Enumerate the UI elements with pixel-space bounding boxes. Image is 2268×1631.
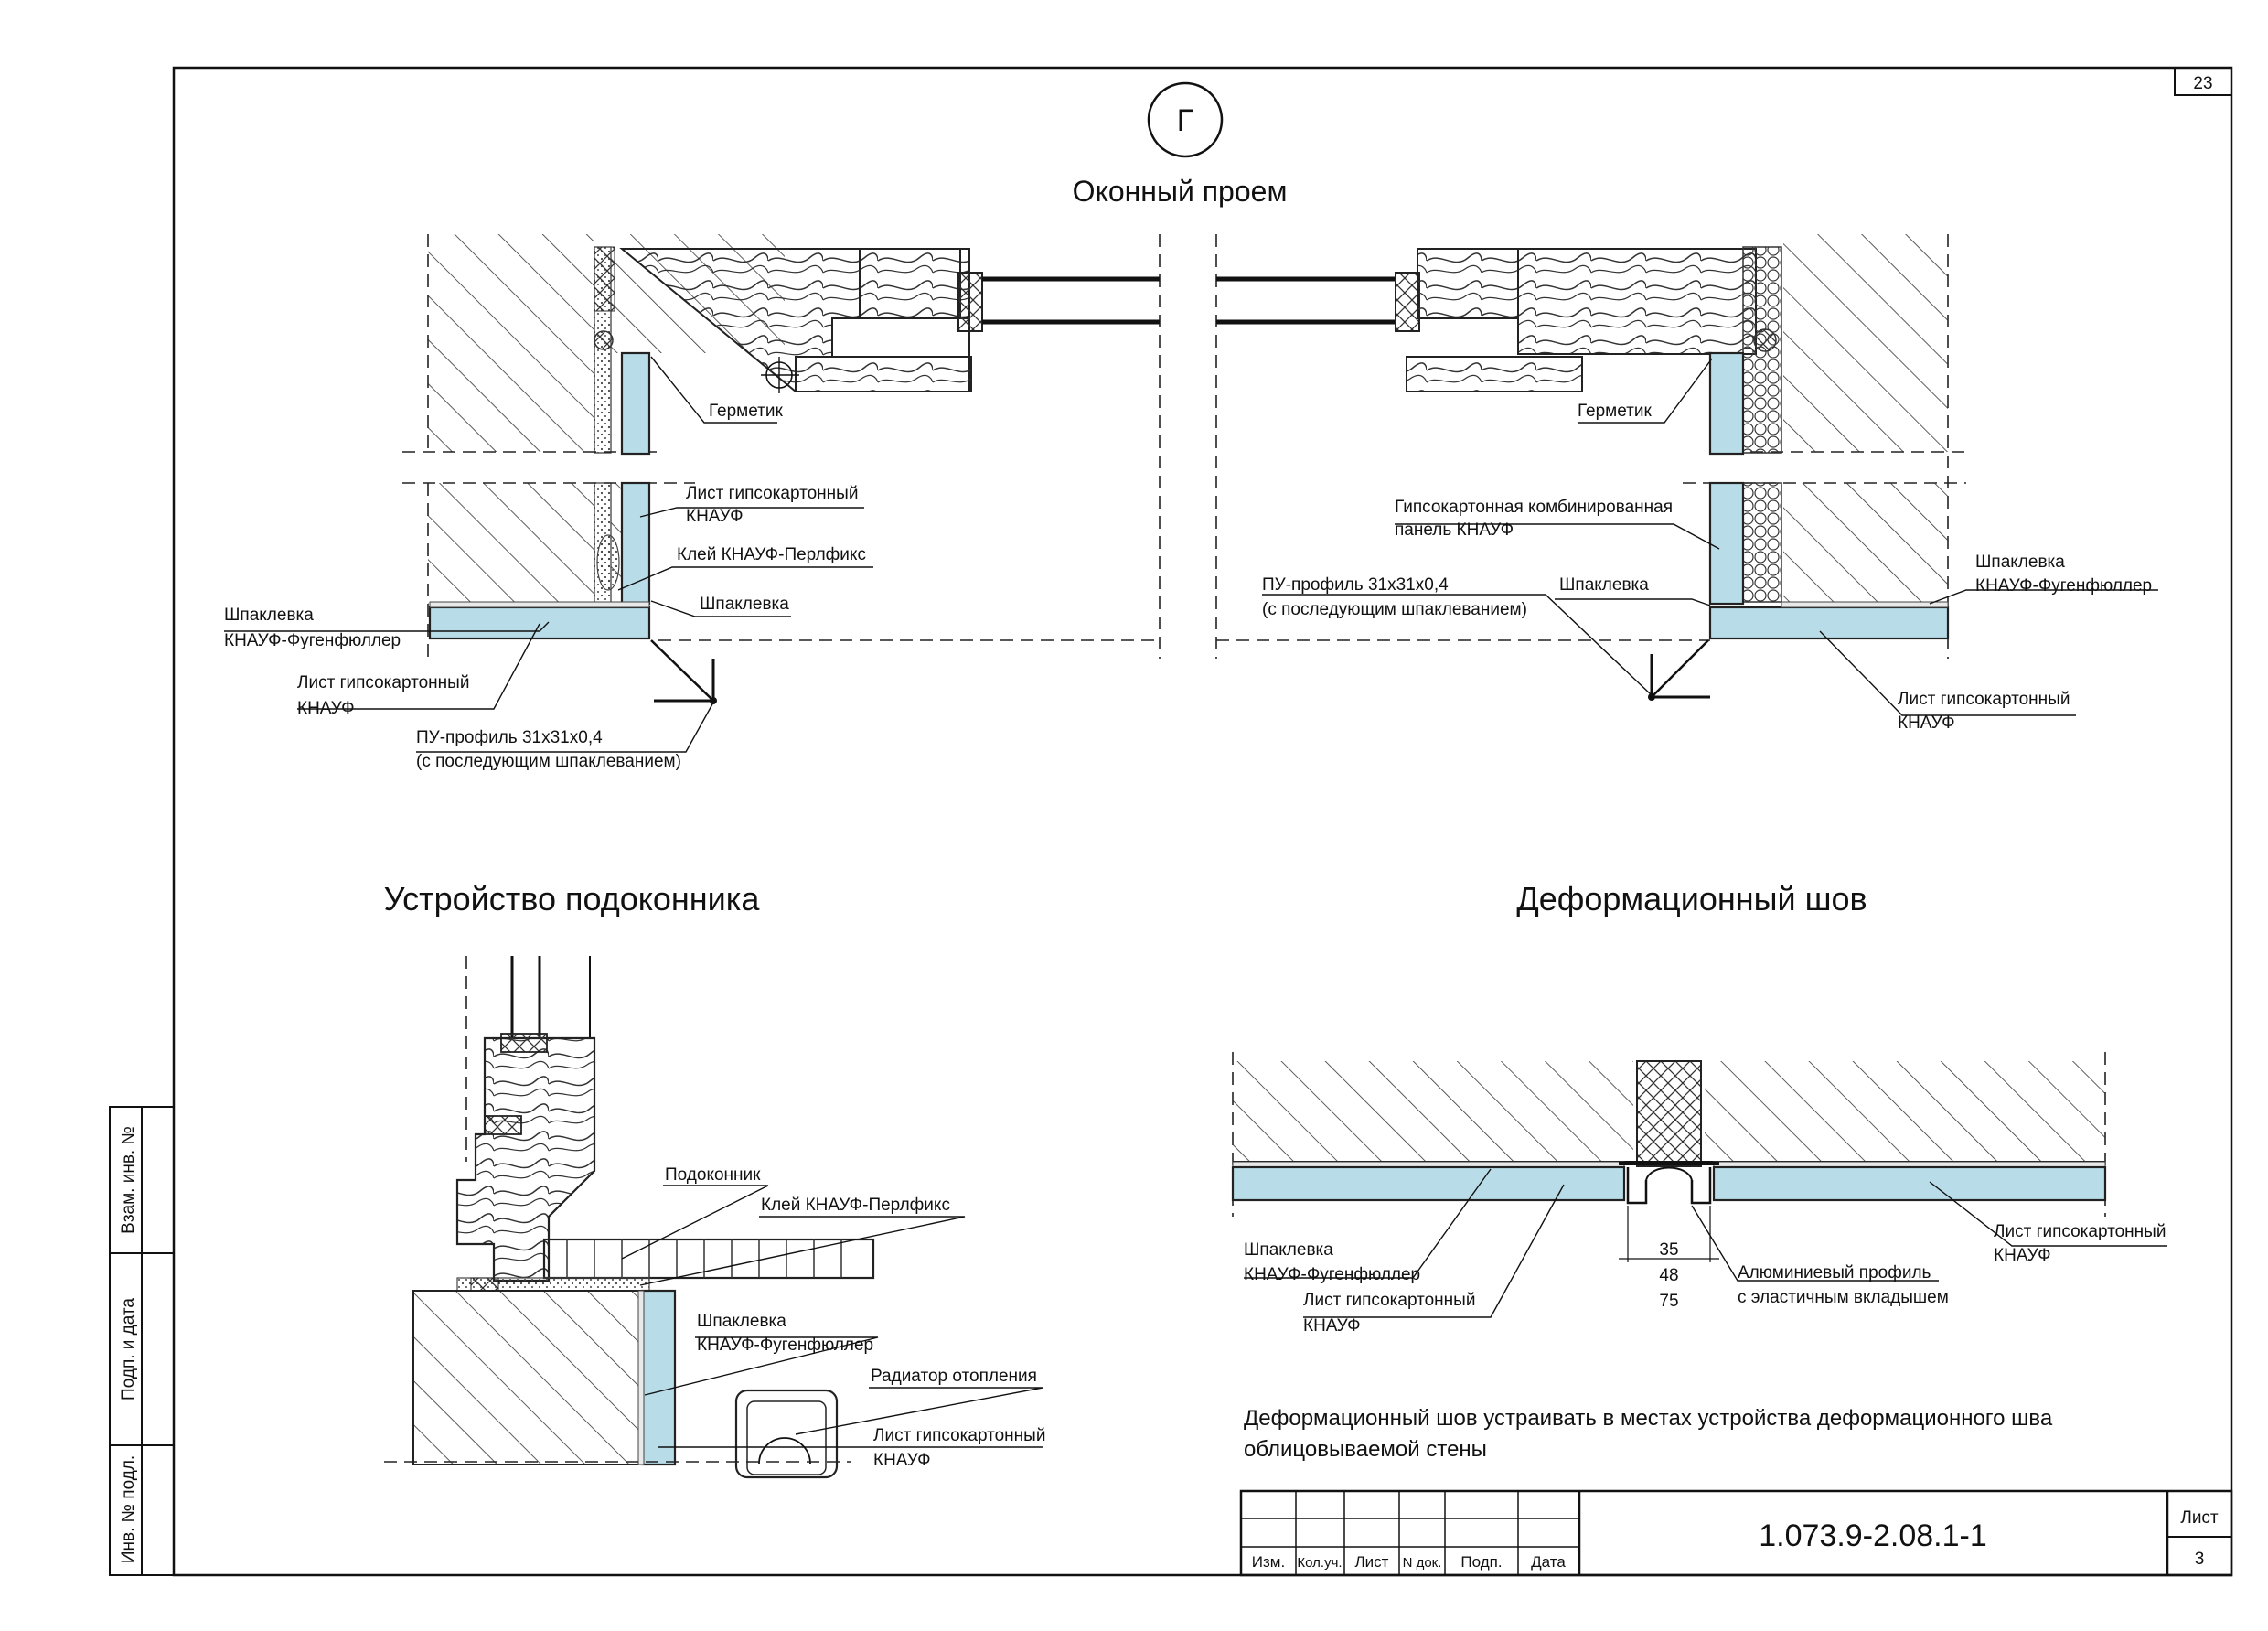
joint-leaders — [1244, 1168, 2167, 1318]
stamp-inv: Инв. № подл. — [119, 1455, 138, 1563]
col-ndok: N док. — [1403, 1555, 1442, 1571]
joint-detail — [1231, 1052, 2107, 1262]
sill-detail — [384, 956, 875, 1479]
window-right-leaders — [1262, 358, 2158, 716]
wl-sheet2-label-1: Лист гипсокартонный — [297, 673, 469, 692]
wl-glue-label: Клей КНАУФ-Перлфикс — [677, 545, 866, 564]
window-left-leaders — [224, 356, 873, 753]
sill-glue-label: Клей КНАУФ-Перлфикс — [761, 1196, 950, 1215]
joint-dim-48: 48 — [1659, 1266, 1678, 1285]
section-marker-circle — [1147, 81, 1224, 158]
left-stamp: Взам. инв. № Подп. и дата Инв. № подл. — [109, 1106, 175, 1576]
wl-putty2-label-1: Шпаклевка — [224, 606, 314, 625]
wl-sheet-label-1: Лист гипсокартонный — [686, 484, 858, 503]
sill-putty-label-2: КНАУФ-Фугенфюллер — [697, 1336, 873, 1355]
joint-profile-label-1: Алюминиевый профиль — [1738, 1263, 1931, 1282]
wl-sheet-label-2: КНАУФ — [686, 507, 744, 526]
wr-germetik-label: Герметик — [1578, 402, 1652, 421]
joint-sheet-right-label-2: КНАУФ — [1994, 1246, 2051, 1265]
col-kol: Кол.уч. — [1297, 1555, 1342, 1571]
wl-profile-label-1: ПУ-профиль 31x31x0,4 — [416, 728, 603, 747]
sill-labels: Подоконник Клей КНАУФ-Перлфикс Шпаклевка… — [665, 1165, 1045, 1470]
col-podp: Подп. — [1460, 1553, 1502, 1571]
window-left-labels: Герметик Лист гипсокартонный КНАУФ Клей … — [224, 402, 866, 771]
sill-radiator-label: Радиатор отопления — [871, 1367, 1037, 1386]
list-number: 3 — [2195, 1550, 2205, 1569]
sill-podokonnik-label: Подоконник — [665, 1165, 761, 1185]
wr-panel-label-2: панель КНАУФ — [1395, 520, 1514, 540]
joint-dim-75: 75 — [1659, 1292, 1678, 1311]
joint-putty-label-1: Шпаклевка — [1244, 1240, 1333, 1260]
wl-sheet2-label-2: КНАУФ — [297, 699, 355, 718]
note-line-1: Деформационный шов устраивать в местах у… — [1244, 1406, 2053, 1431]
window-left-detail — [402, 234, 1161, 704]
wl-profile-label-2: (с последующим шпаклеванием) — [416, 752, 681, 771]
wr-putty-label: Шпаклевка — [1559, 575, 1649, 595]
wr-panel-label-1: Гипсокартонная комбинированная — [1395, 498, 1673, 517]
window-right-labels: Герметик Гипсокартонная комбинированная … — [1262, 402, 2152, 733]
joint-sheet-right-label-1: Лист гипсокартонный — [1994, 1222, 2166, 1241]
title-joint: Деформационный шов — [1516, 880, 1867, 917]
joint-dim-35: 35 — [1659, 1240, 1678, 1260]
wr-putty2-label-1: Шпаклевка — [1975, 553, 2065, 572]
title-block: Изм. Кол.уч. Лист N док. Подп. Дата 1.07… — [1239, 1489, 2233, 1577]
col-list: Лист — [1355, 1553, 1389, 1571]
corner-box — [2174, 67, 2232, 96]
sheet-frame — [172, 66, 2233, 1577]
sill-putty-label-1: Шпаклевка — [697, 1312, 786, 1331]
col-data: Дата — [1531, 1553, 1566, 1571]
sill-sheet-label-2: КНАУФ — [873, 1451, 931, 1470]
col-izm: Изм. — [1252, 1553, 1285, 1571]
list-label: Лист — [2180, 1508, 2219, 1528]
wr-putty2-label-2: КНАУФ-Фугенфюллер — [1975, 576, 2152, 596]
joint-sheet-label-2: КНАУФ — [1303, 1316, 1361, 1336]
wr-profile-label-1: ПУ-профиль 31x31x0,4 — [1262, 575, 1449, 595]
sill-leaders — [621, 1185, 1043, 1448]
title-window: Оконный проем — [1073, 175, 1288, 208]
wl-germetik-label: Герметик — [709, 402, 783, 421]
wl-putty-label: Шпаклевка — [700, 595, 789, 614]
sill-sheet-label-1: Лист гипсокартонный — [873, 1426, 1045, 1445]
wl-putty2-label-2: КНАУФ-Фугенфюллер — [224, 631, 401, 650]
wr-sheet-label-1: Лист гипсокартонный — [1898, 690, 2070, 709]
joint-labels: Шпаклевка КНАУФ-Фугенфюллер Лист гипсока… — [1244, 1222, 2166, 1336]
document-code: 1.073.9-2.08.1-1 — [1759, 1518, 1987, 1553]
joint-profile-label-2: с эластичным вкладышем — [1738, 1288, 1949, 1307]
stamp-vzam: Взам. инв. № — [119, 1126, 138, 1234]
title-sill: Устройство подоконника — [384, 880, 761, 917]
stamp-podp: Подп. и дата — [119, 1298, 138, 1400]
joint-sheet-label-1: Лист гипсокартонный — [1303, 1291, 1475, 1310]
section-marker: Г — [1177, 103, 1193, 138]
note-line-2: облицовываемой стены — [1244, 1437, 1487, 1462]
corner-number: 23 — [2193, 74, 2212, 93]
wr-profile-label-2: (с последующим шпаклеванием) — [1262, 600, 1527, 619]
joint-putty-label-2: КНАУФ-Фугенфюллер — [1244, 1265, 1420, 1284]
window-right-detail — [1215, 234, 1966, 701]
wr-sheet-label-2: КНАУФ — [1898, 714, 1955, 733]
